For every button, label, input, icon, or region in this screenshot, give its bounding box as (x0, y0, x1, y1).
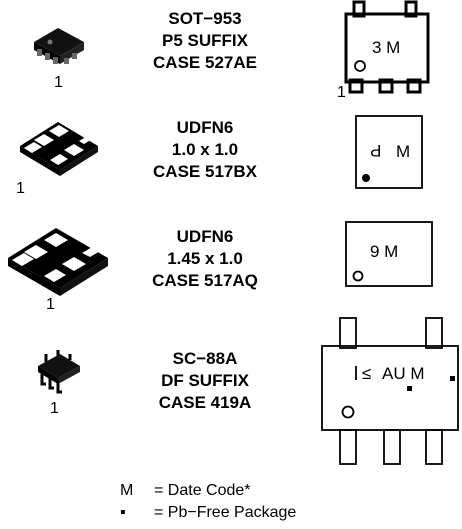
caption-line: UDFN6 (176, 227, 234, 246)
legend-desc: = Pb−Free Package (154, 504, 297, 521)
udfn6-large-caption: UDFN6 1.45 x 1.0 CASE 517AQ (150, 226, 260, 292)
udfn6-large-package-icon (8, 228, 108, 296)
legend-row-date-code: M = Date Code* (120, 482, 251, 500)
sot-953-marking: 3 M (372, 38, 401, 57)
caption-line: 1.0 x 1.0 (171, 140, 239, 159)
caption-line: SC−88A (172, 349, 238, 368)
legend-key: ▪ (120, 504, 126, 521)
caption-line: P5 SUFFIX (162, 31, 248, 50)
udfn6-marking-glyph: P (370, 141, 382, 160)
caption-line: CASE 419A (158, 393, 252, 412)
sc-88a-caption: SC−88A DF SUFFIX CASE 419A (150, 348, 260, 414)
sc-88a-marking-symbol: ≤ (362, 364, 372, 383)
caption-line: CASE 527AE (153, 53, 257, 72)
udfn6-marking-diagram (355, 115, 423, 189)
pin-1-label: 1 (50, 400, 59, 417)
udfn6-package-icon (20, 122, 98, 176)
pin-1-label: 1 (16, 180, 25, 197)
pin-1-label: 1 (46, 296, 55, 313)
caption-line: DF SUFFIX (161, 371, 249, 390)
sot-953-package-icon (34, 28, 84, 64)
caption-line: 1.45 x 1.0 (167, 249, 243, 268)
legend-desc: = Date Code* (154, 482, 251, 499)
udfn6-caption: UDFN6 1.0 x 1.0 CASE 517BX (150, 117, 260, 183)
caption-line: CASE 517AQ (152, 271, 258, 290)
sc-88a-marking: AU M (382, 364, 425, 383)
udfn6-marking: M (396, 142, 411, 161)
sot-953-marking-diagram (344, 0, 430, 94)
sc-88a-marking-diagram (321, 317, 459, 465)
caption-line: SOT−953 (168, 9, 242, 28)
legend-row-pb-free: ▪ = Pb−Free Package (120, 504, 296, 522)
udfn6-large-marking: 9 M (370, 242, 399, 261)
caption-line: CASE 517BX (153, 162, 257, 181)
pin-1-label: 1 (54, 74, 63, 91)
sc-88a-package-icon (38, 350, 80, 394)
sot-953-caption: SOT−953 P5 SUFFIX CASE 527AE (150, 8, 260, 74)
caption-line: UDFN6 (176, 118, 234, 137)
marking-pin-1-label: 1 (337, 84, 346, 101)
udfn6-large-marking-diagram (345, 221, 433, 287)
legend-key: M (120, 482, 134, 499)
